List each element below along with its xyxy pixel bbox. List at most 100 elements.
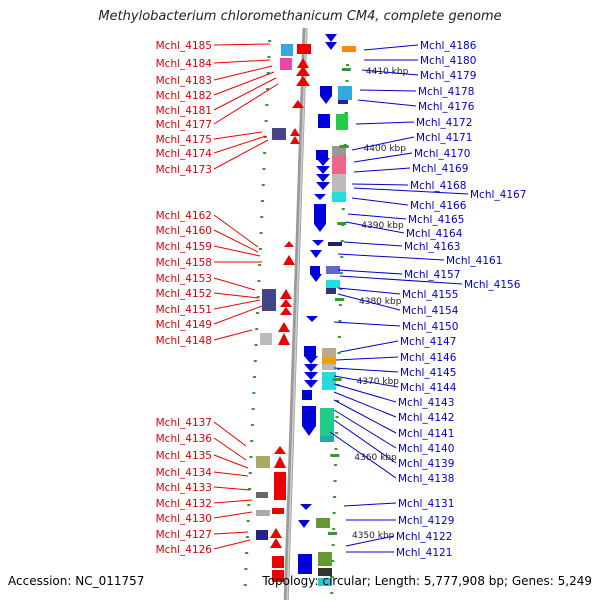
tick-dot <box>333 496 337 498</box>
forward-gene-arrow <box>290 136 300 144</box>
gene-block <box>298 554 312 574</box>
gene-block <box>332 146 346 156</box>
gene-label-right: Mchl_4166 <box>410 200 467 212</box>
leader-line-right <box>353 187 469 195</box>
gene-block <box>314 204 326 224</box>
leader-line-left <box>213 43 271 46</box>
gene-block <box>302 390 312 400</box>
leader-line-right <box>333 383 397 403</box>
tick-dot <box>246 520 250 522</box>
tick-dot <box>250 440 254 442</box>
forward-gene-arrow <box>278 333 290 345</box>
gene-label-left: Mchl_4135 <box>156 450 212 462</box>
scale-tick <box>332 378 342 381</box>
gene-block <box>320 408 334 436</box>
leader-line-right <box>333 399 397 434</box>
leader-line-right <box>337 293 401 311</box>
gene-label-right: Mchl_4169 <box>412 163 468 175</box>
gene-block <box>318 552 332 566</box>
gene-label-right: Mchl_4167 <box>470 189 526 201</box>
leader-line-left <box>213 539 251 550</box>
gene-block <box>262 289 276 311</box>
gene-label-right: Mchl_4145 <box>400 367 456 379</box>
gene-block <box>272 570 284 582</box>
gene-label-left: Mchl_4174 <box>156 148 213 160</box>
gene-block <box>274 472 286 486</box>
gene-label-left: Mchl_4137 <box>156 417 212 429</box>
reverse-gene-arrow <box>310 250 322 258</box>
gene-label-left: Mchl_4182 <box>156 90 212 102</box>
tick-dot <box>253 360 257 362</box>
tick-dot <box>330 592 334 594</box>
gene-label-left: Mchl_4132 <box>156 498 212 510</box>
gene-block <box>322 358 336 364</box>
tick-dot <box>259 232 263 234</box>
gene-label-left: Mchl_4158 <box>156 257 212 269</box>
gene-label-right: Mchl_4170 <box>414 148 470 160</box>
tick-dot <box>339 272 343 274</box>
leader-line-right <box>337 269 403 275</box>
gene-label-right: Mchl_4186 <box>420 40 477 52</box>
reverse-gene-arrow <box>316 174 330 182</box>
gene-block <box>322 364 336 370</box>
leader-line-right <box>333 367 399 373</box>
tick-dot <box>341 208 345 210</box>
gene-label-left: Mchl_4184 <box>156 58 213 70</box>
gene-block <box>272 128 286 140</box>
tick-dot <box>333 480 337 482</box>
forward-gene-arrow <box>270 528 282 538</box>
leader-line-left <box>213 329 253 341</box>
tick-dot <box>336 368 340 370</box>
gene-block <box>274 486 286 500</box>
gene-block <box>304 346 316 356</box>
gene-label-right: Mchl_4161 <box>446 255 502 267</box>
leader-line-left <box>213 59 271 64</box>
leader-line-right <box>339 275 463 285</box>
gene-label-right: Mchl_4146 <box>400 352 457 364</box>
gene-features <box>256 34 356 586</box>
tick-dot <box>344 112 348 114</box>
leader-line-right <box>333 391 397 418</box>
gene-block <box>338 100 348 104</box>
leader-line-left <box>213 135 267 154</box>
tick-dot <box>339 288 343 290</box>
leader-line-left <box>213 299 261 310</box>
tick-dot <box>331 544 335 546</box>
gene-label-right: Mchl_4157 <box>404 269 460 281</box>
gene-label-left: Mchl_4159 <box>156 241 212 253</box>
tick-dot <box>345 80 349 82</box>
tick-dot <box>244 568 248 570</box>
leader-line-right <box>359 89 417 92</box>
tick-dot <box>253 376 257 378</box>
forward-gene-arrow <box>296 66 310 76</box>
leader-line-left <box>213 83 279 125</box>
reverse-gene-arrow <box>304 356 318 364</box>
gene-label-left: Mchl_4126 <box>156 544 213 556</box>
gene-block <box>318 568 332 576</box>
gene-block <box>318 114 330 128</box>
leader-line-left <box>213 277 256 291</box>
gene-block <box>342 46 356 52</box>
reverse-gene-arrow <box>300 504 312 510</box>
leader-line-left <box>213 214 259 248</box>
gene-label-right: Mchl_4147 <box>400 336 456 348</box>
gene-label-right: Mchl_4165 <box>408 214 464 226</box>
leader-line-right <box>333 419 397 464</box>
forward-gene-arrow <box>280 307 292 315</box>
tick-dot <box>340 240 344 242</box>
tick-marks <box>243 40 350 594</box>
scale-label: 4370 kbp <box>357 377 400 387</box>
forward-gene-arrow <box>284 241 294 247</box>
leader-line-left <box>213 245 261 257</box>
scale-label: 4400 kbp <box>364 144 407 154</box>
reverse-gene-arrow <box>302 426 316 436</box>
gene-label-left: Mchl_4181 <box>156 105 212 117</box>
gene-label-right: Mchl_4163 <box>404 241 460 253</box>
forward-gene-arrow <box>283 255 295 265</box>
forward-gene-arrow <box>280 289 292 299</box>
tick-dot <box>254 344 258 346</box>
leader-line-right <box>357 99 417 107</box>
gene-label-left: Mchl_4149 <box>156 319 212 331</box>
gene-block <box>318 578 332 586</box>
leader-line-left <box>213 437 247 461</box>
